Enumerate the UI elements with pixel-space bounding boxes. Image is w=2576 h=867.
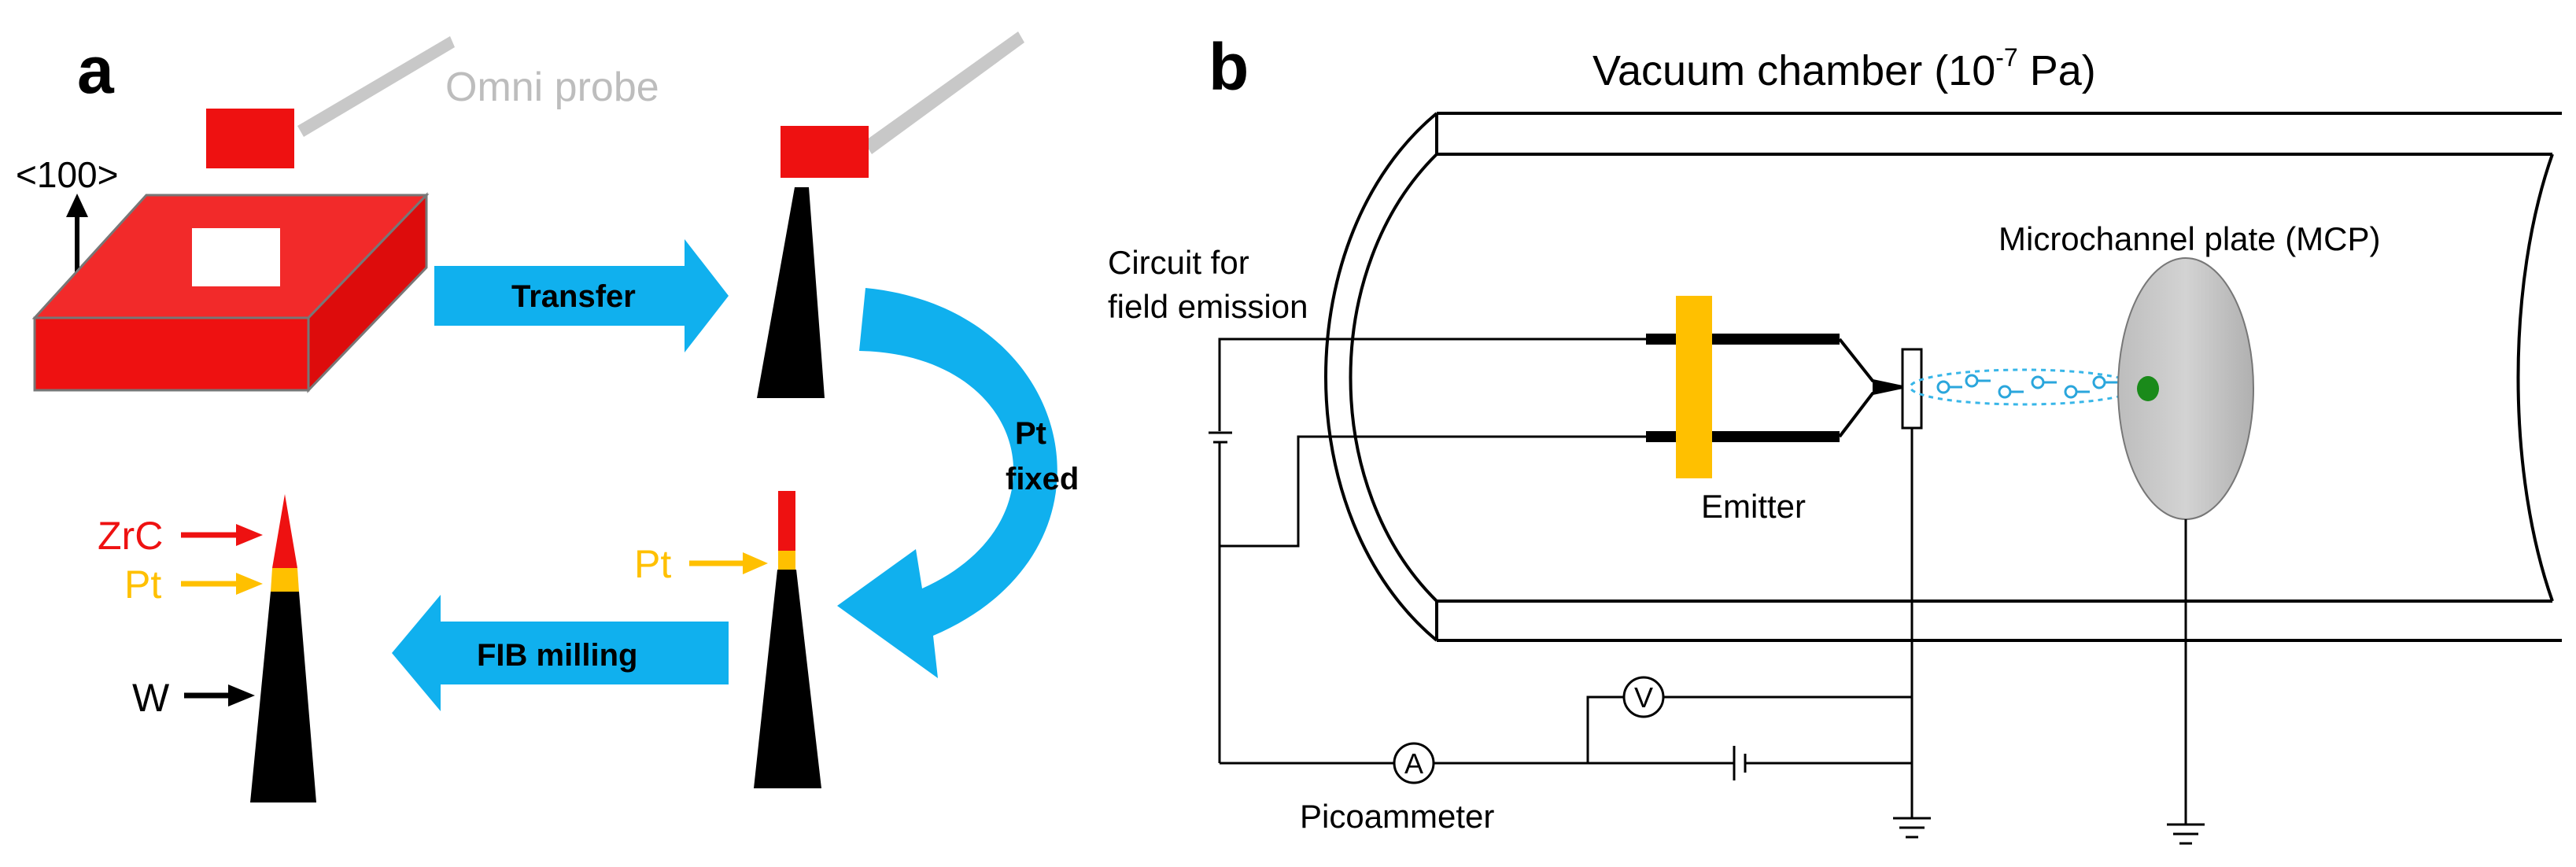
pt-layer-final [271,568,299,592]
pt-arrow-mid-head [743,552,768,574]
emitter-assembly [1646,296,1923,478]
w-label: W [132,676,170,720]
pt-arrow-final-head [236,573,263,595]
zrc-arrow-head [236,524,263,546]
tungsten-shank-final [250,592,316,802]
substrate-block [31,192,430,393]
mcp-spot [2137,376,2159,401]
emitter-label: Emitter [1701,488,1806,525]
ammeter-letter: A [1404,747,1423,780]
panel-b-label: b [1209,30,1249,104]
ammeter-symbol [1393,742,1435,784]
transfer-arrow[interactable] [434,239,729,352]
substrate-side [307,192,428,393]
orientation-label: <100> [16,154,118,195]
transfer-arrow-label: Transfer [511,279,636,314]
omni-probe-label: Omni probe [445,65,659,110]
emitter-tip [1873,381,1902,393]
chamber-title-prefix: Vacuum chamber (10 [1592,47,1995,94]
emitter-filament-bottom [1838,386,1903,438]
emitter-lead-top [1646,334,1840,345]
microchannel-plate [2117,257,2254,520]
tungsten-tip-2 [754,570,821,788]
pt-fixed-curved-arrow[interactable] [837,288,1057,678]
pt-label-mid: Pt [634,542,671,586]
panel-a-label: a [77,33,115,107]
substrate-milled-window [192,228,280,286]
pt-weld-layer [778,551,795,570]
omni-probe-needle-1 [297,36,455,137]
field-emission-circuit [1209,338,2205,845]
emitter-filament-top [1838,338,1903,389]
voltmeter-symbol [1622,676,1665,718]
panel-a: a Omni probe <100> Transfer Pt fixed [16,31,1079,802]
substrate-front [33,316,310,392]
pt-label-final: Pt [124,563,161,607]
vacuum-chamber [1324,112,2562,642]
extractor-electrode [1901,348,1923,430]
lamella-fixed-on-tip [778,491,795,551]
picoammeter-label: Picoammeter [1300,798,1494,835]
omni-probe-needle-2 [864,31,1024,154]
chamber-title: Vacuum chamber (10-7 Pa) [1592,43,2096,94]
panel-b: b Vacuum chamber (10-7 Pa) Emitter [1108,30,2562,845]
tungsten-tip-1 [757,187,825,398]
electron-particles [1936,374,2118,399]
zrc-apex [272,494,297,568]
circuit-label-line2: field emission [1108,288,1308,325]
w-arrow-head [228,684,255,707]
voltmeter-letter: V [1634,681,1653,714]
emitter-lead-bottom [1646,431,1840,442]
fib-milling-arrow[interactable] [392,595,729,711]
chamber-title-exponent: -7 [1995,43,2017,72]
orientation-arrow-head [66,194,88,217]
pt-fixed-label-line2: fixed [1006,462,1079,496]
lamella-on-probe-1 [206,109,294,168]
zrc-label: ZrC [98,514,163,558]
electron-beam [1909,368,2139,406]
pt-fixed-label-line1: Pt [1015,416,1046,451]
emitter-insulator [1676,296,1712,478]
lamella-on-probe-2 [781,126,869,178]
fib-milling-label: FIB milling [477,638,637,673]
mcp-label: Microchannel plate (MCP) [1998,220,2381,257]
circuit-label-line1: Circuit for [1108,244,1249,281]
chamber-title-suffix: Pa) [2018,47,2096,94]
